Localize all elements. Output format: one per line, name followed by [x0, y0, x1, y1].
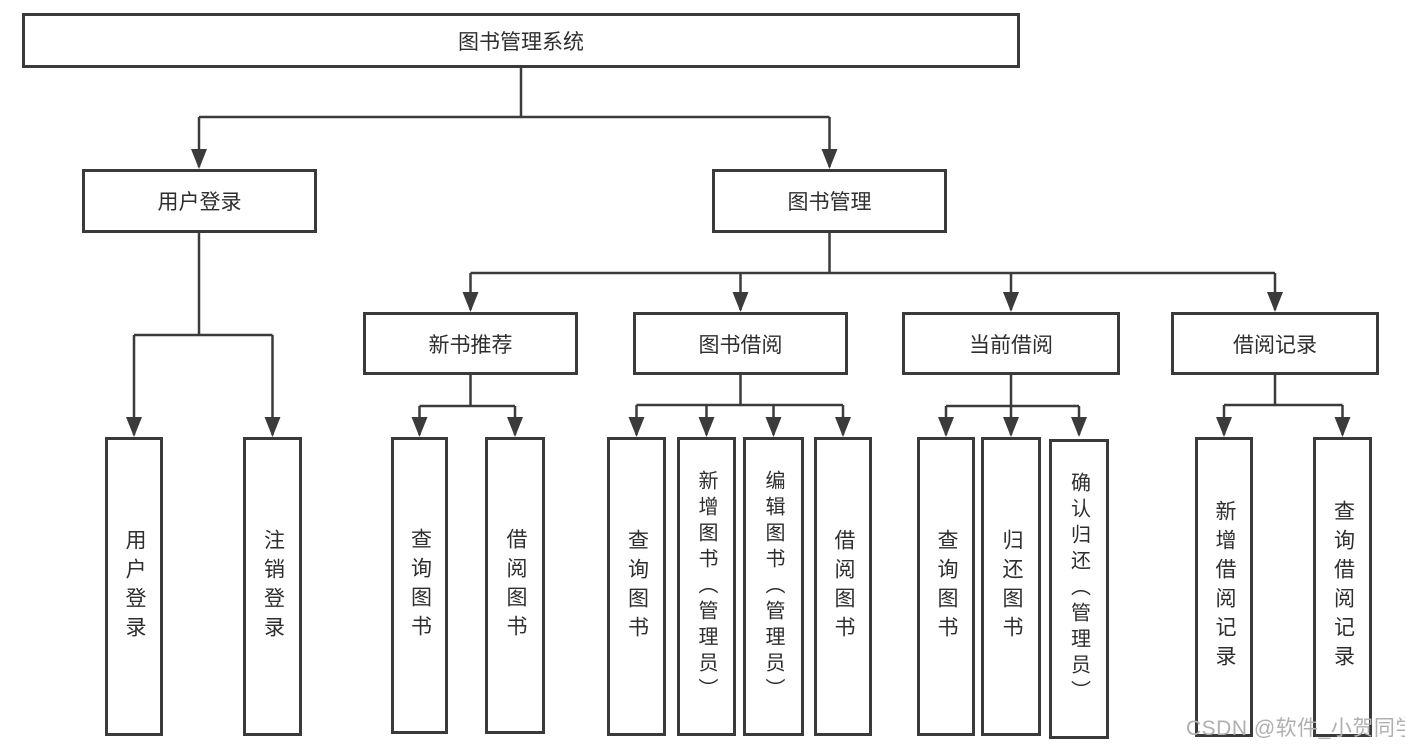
node-user-login: 用户登录 — [105, 437, 163, 736]
node-query-books-current: 查询图书 — [917, 437, 975, 736]
node-borrow-books-recommend: 借阅图书 — [485, 437, 545, 734]
watermark: CSDN @软件_小贺同学 — [1186, 717, 1405, 740]
node-new-book-recommend: 新书推荐 — [363, 312, 578, 375]
node-book-management: 图书管理 — [712, 169, 947, 233]
node-borrowing-records: 借阅记录 — [1171, 312, 1379, 375]
node-query-borrow-record: 查询借阅记录 — [1313, 437, 1372, 737]
node-return-books: 归还图书 — [981, 437, 1041, 736]
node-edit-books-admin: 编辑图书（管理员） — [743, 437, 804, 736]
node-book-borrowing: 图书借阅 — [633, 312, 848, 375]
node-borrow-books-borrowing: 借阅图书 — [814, 437, 872, 736]
node-add-books-admin: 新增图书（管理员） — [677, 437, 736, 736]
node-logout-login: 注销登录 — [243, 437, 302, 736]
node-current-borrowing: 当前借阅 — [902, 312, 1120, 375]
node-user-login-group: 用户登录 — [82, 169, 317, 233]
node-query-books-recommend: 查询图书 — [391, 437, 448, 734]
node-confirm-return-admin: 确认归还（管理员） — [1049, 439, 1109, 739]
node-book-management-system: 图书管理系统 — [22, 13, 1020, 68]
node-add-borrow-record: 新增借阅记录 — [1195, 437, 1253, 737]
node-query-books-borrowing: 查询图书 — [607, 437, 666, 736]
